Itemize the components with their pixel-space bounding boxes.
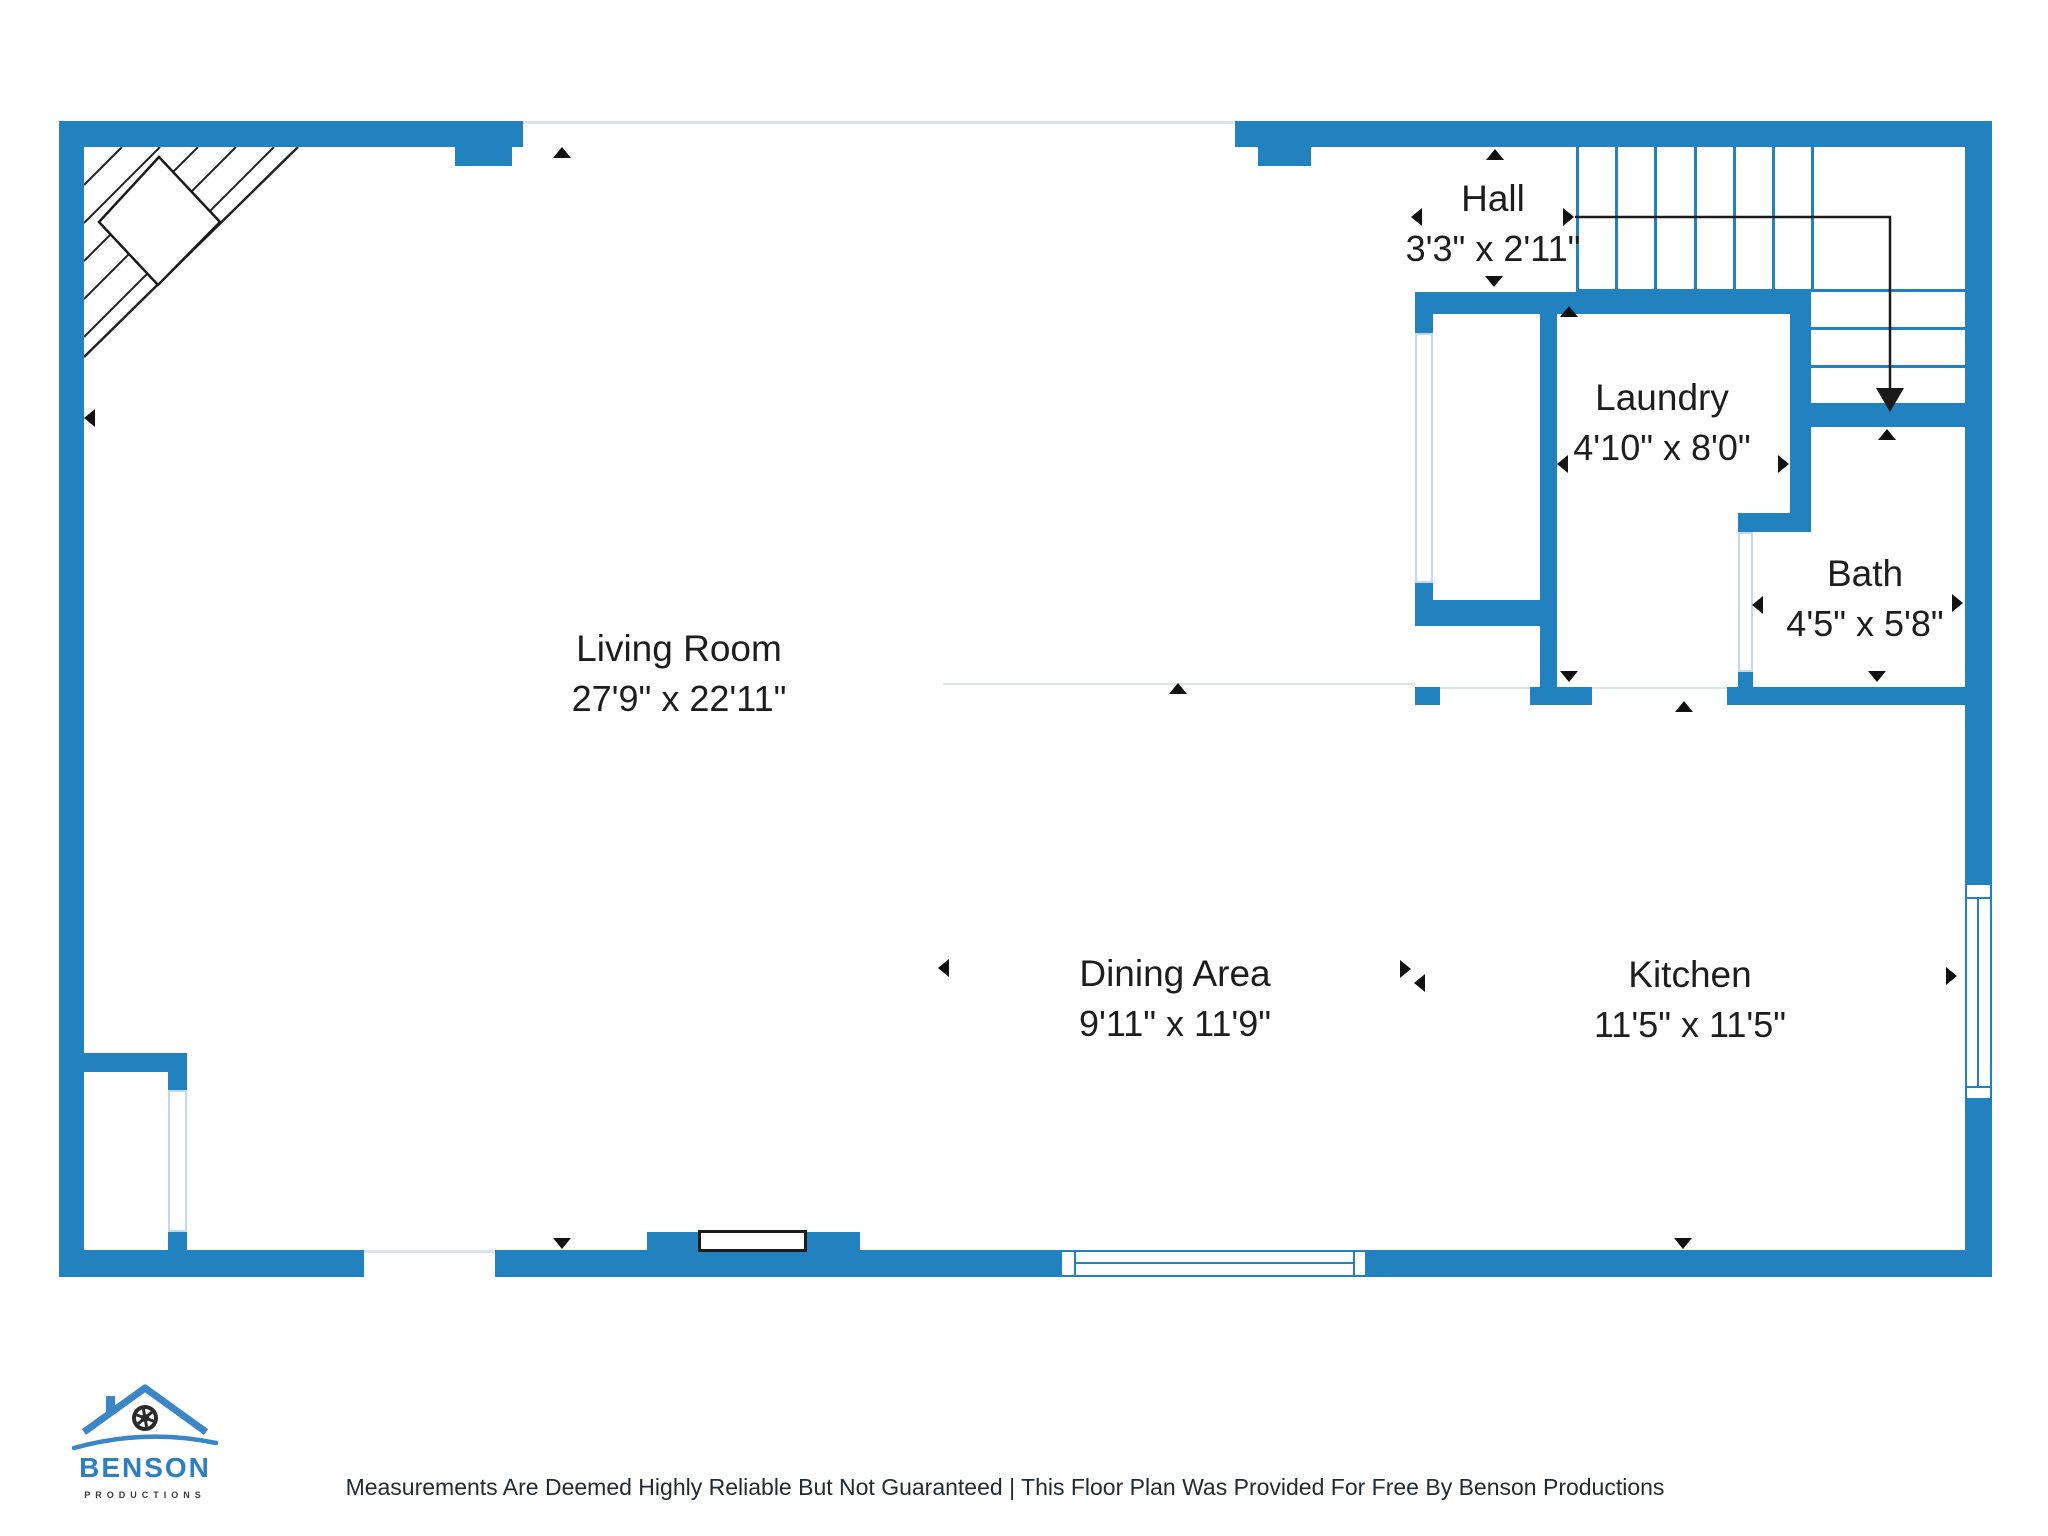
- stair-tread: [1615, 147, 1618, 289]
- room-name: Hall: [1461, 178, 1525, 219]
- wall: [1738, 672, 1753, 687]
- dimension-arrow-right-icon: [1946, 967, 1957, 985]
- stair-tread: [1772, 147, 1775, 289]
- wall: [1235, 121, 1992, 147]
- wall: [59, 1250, 364, 1277]
- room-label-kitchen: Kitchen 11'5" x 11'5": [1594, 950, 1786, 1050]
- stair-tread: [1654, 147, 1657, 289]
- room-name: Living Room: [576, 628, 782, 669]
- dimension-arrow-down-icon: [553, 1238, 571, 1249]
- stair-tread: [1694, 147, 1697, 289]
- dimension-arrow-right-icon: [1952, 594, 1963, 612]
- dimension-arrow-up-icon: [1169, 683, 1187, 694]
- wall: [1738, 513, 1811, 532]
- stair-tread: [1811, 365, 1965, 368]
- dimension-arrow-up-icon: [553, 147, 571, 158]
- dimension-arrow-down-icon: [1868, 671, 1886, 682]
- room-dimensions: 4'5" x 5'8": [1786, 603, 1944, 644]
- room-dimensions: 27'9" x 22'11": [571, 678, 787, 719]
- dimension-arrow-right-icon: [1778, 455, 1789, 473]
- room-label-laundry: Laundry 4'10" x 8'0": [1573, 373, 1750, 473]
- dimension-arrow-down-icon: [1560, 671, 1578, 682]
- stair-arrow-start-icon: [1563, 208, 1574, 226]
- room-name: Laundry: [1595, 377, 1729, 418]
- open-edge-line: [364, 1250, 495, 1253]
- wall: [59, 121, 84, 1277]
- dimension-arrow-down-icon: [1485, 276, 1503, 287]
- open-edge-line: [523, 121, 1235, 124]
- stair-tread: [1811, 327, 1965, 330]
- dimension-arrow-left-icon: [938, 959, 949, 977]
- stair-tread: [1811, 147, 1814, 289]
- wall: [1415, 600, 1557, 626]
- wall: [455, 147, 512, 166]
- door-opening: [1415, 333, 1433, 583]
- dimension-arrow-down-icon: [1674, 1238, 1692, 1249]
- room-dimensions: 4'10" x 8'0": [1573, 427, 1751, 468]
- room-name: Kitchen: [1628, 954, 1752, 995]
- stair-tread: [1576, 289, 1965, 292]
- corner-fireplace-symbol: [84, 147, 299, 358]
- benson-productions-logo: BENSON PRODUCTIONS: [70, 1380, 220, 1500]
- wall: [168, 1232, 187, 1250]
- wall: [1965, 121, 1992, 883]
- dimension-arrow-left-icon: [1752, 596, 1763, 614]
- logo-subtitle: PRODUCTIONS: [84, 1490, 206, 1500]
- dimension-arrow-left-icon: [1411, 208, 1422, 226]
- wall: [1540, 314, 1557, 687]
- room-label-dining: Dining Area 9'11" x 11'9": [1079, 949, 1271, 1049]
- room-name: Bath: [1826, 553, 1904, 594]
- wall: [1367, 1250, 1992, 1277]
- door-opening: [168, 1090, 187, 1232]
- wall: [59, 121, 523, 147]
- room-label-living: Living Room 27'9" x 22'11": [572, 624, 787, 724]
- stair-tread: [1733, 147, 1736, 289]
- wall: [1415, 687, 1440, 705]
- dimension-arrow-up-icon: [1878, 429, 1896, 440]
- wall: [1415, 314, 1433, 333]
- wall: [1727, 687, 1992, 705]
- logo-roof-camera-icon: [71, 1384, 219, 1451]
- hearth-symbol: [698, 1230, 807, 1252]
- dimension-arrow-left-icon: [84, 409, 95, 427]
- wall: [495, 1250, 1060, 1277]
- dimension-arrow-up-icon: [1675, 701, 1693, 712]
- logo-name: BENSON: [79, 1452, 211, 1483]
- window-symbol: [1965, 883, 1992, 1100]
- dimension-arrow-left-icon: [1557, 455, 1568, 473]
- window-symbol: [1060, 1250, 1367, 1277]
- room-label-hall: Hall 3'3" x 2'11": [1406, 174, 1581, 274]
- dimension-arrow-up-icon: [1560, 306, 1578, 317]
- room-name: Dining Area: [1079, 953, 1271, 994]
- wall: [1415, 292, 1811, 314]
- dimension-arrow-left-icon: [1414, 974, 1425, 992]
- open-edge-line: [1592, 687, 1727, 689]
- wall: [1258, 147, 1311, 166]
- dimension-arrow-right-icon: [1400, 960, 1411, 978]
- wall: [1965, 1100, 1992, 1277]
- wall: [168, 1072, 187, 1090]
- wall: [59, 1053, 187, 1072]
- disclaimer-text: Measurements Are Deemed Highly Reliable …: [345, 1474, 1665, 1500]
- room-label-bath: Bath 4'5" x 5'8": [1786, 549, 1943, 649]
- room-dimensions: 3'3" x 2'11": [1405, 228, 1581, 269]
- dimension-arrow-up-icon: [1486, 149, 1504, 160]
- wall: [1790, 403, 1992, 427]
- room-dimensions: 11'5" x 11'5": [1593, 1004, 1787, 1045]
- open-edge-line: [1440, 687, 1530, 689]
- door-opening: [1738, 532, 1753, 672]
- wall: [1530, 687, 1592, 705]
- room-dimensions: 9'11" x 11'9": [1078, 1003, 1272, 1044]
